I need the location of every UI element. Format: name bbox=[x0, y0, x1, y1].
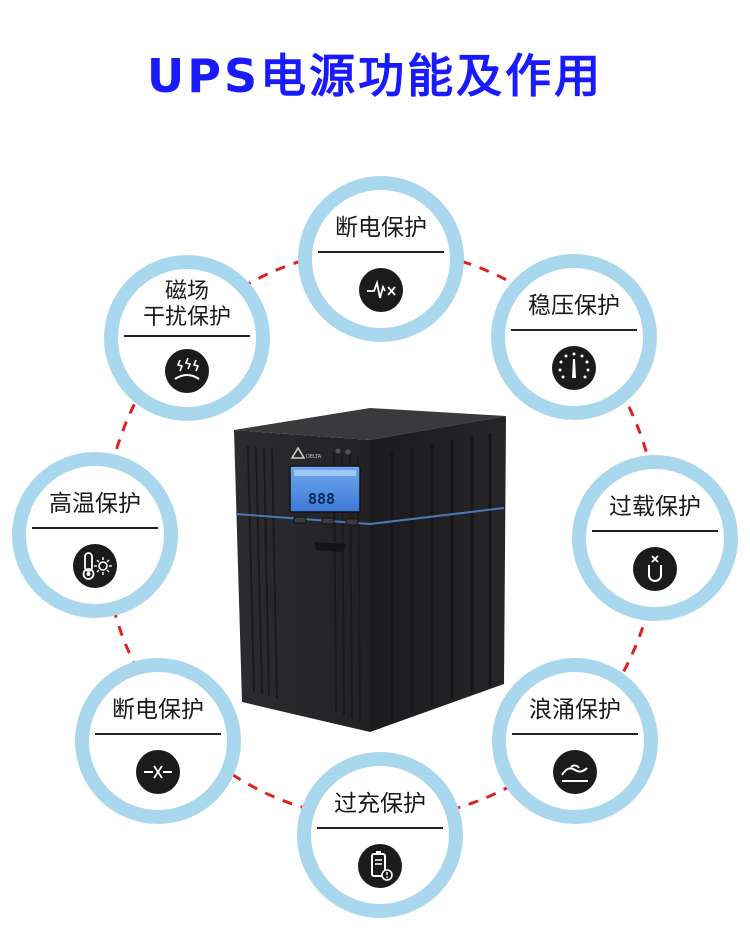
ups-unit-image: DELTA 888 bbox=[234, 408, 506, 732]
feature-label: 过充保护 bbox=[334, 791, 426, 817]
feature-label: 稳压保护 bbox=[528, 293, 620, 319]
divider bbox=[95, 733, 221, 735]
magnetic-field-icon bbox=[165, 349, 209, 393]
feature-overcharge: 过充保护 bbox=[297, 752, 463, 918]
ups-display-digits: 888 bbox=[308, 490, 335, 508]
divider bbox=[318, 251, 444, 253]
battery-alert-icon bbox=[358, 844, 402, 888]
gauge-icon bbox=[552, 346, 596, 390]
divider bbox=[511, 329, 637, 331]
overload-icon bbox=[633, 547, 677, 591]
feature-voltage-stabilization: 稳压保护 bbox=[491, 254, 657, 420]
divider bbox=[592, 530, 718, 532]
ups-brand: DELTA bbox=[306, 454, 322, 460]
broken-line-icon bbox=[136, 750, 180, 794]
feature-high-temperature: 高温保护 bbox=[12, 452, 178, 618]
feature-label: 磁场 干扰保护 bbox=[118, 279, 256, 331]
feature-label-line1: 磁场 bbox=[164, 279, 209, 304]
feature-label: 断电保护 bbox=[335, 215, 427, 241]
feature-power-failure-top: 断电保护 bbox=[298, 176, 464, 342]
divider bbox=[317, 827, 443, 829]
feature-power-failure-bottom: 断电保护 bbox=[75, 658, 241, 824]
feature-surge: 浪涌保护 bbox=[492, 658, 658, 824]
feature-overload: 过载保护 bbox=[572, 455, 738, 621]
thermometer-sun-icon bbox=[73, 544, 117, 588]
feature-label: 过载保护 bbox=[609, 494, 701, 520]
surge-wave-icon bbox=[553, 750, 597, 794]
feature-magnetic-interference: 磁场 干扰保护 bbox=[104, 255, 270, 421]
divider bbox=[124, 335, 250, 337]
divider bbox=[512, 733, 638, 735]
feature-label: 浪涌保护 bbox=[529, 697, 621, 723]
page-title: UPS电源功能及作用 bbox=[146, 49, 604, 103]
feature-label: 断电保护 bbox=[112, 697, 204, 723]
divider bbox=[32, 527, 158, 529]
feature-label: 高温保护 bbox=[49, 491, 141, 517]
feature-label-line2: 干扰保护 bbox=[142, 305, 231, 330]
pulse-cut-icon bbox=[359, 268, 403, 312]
